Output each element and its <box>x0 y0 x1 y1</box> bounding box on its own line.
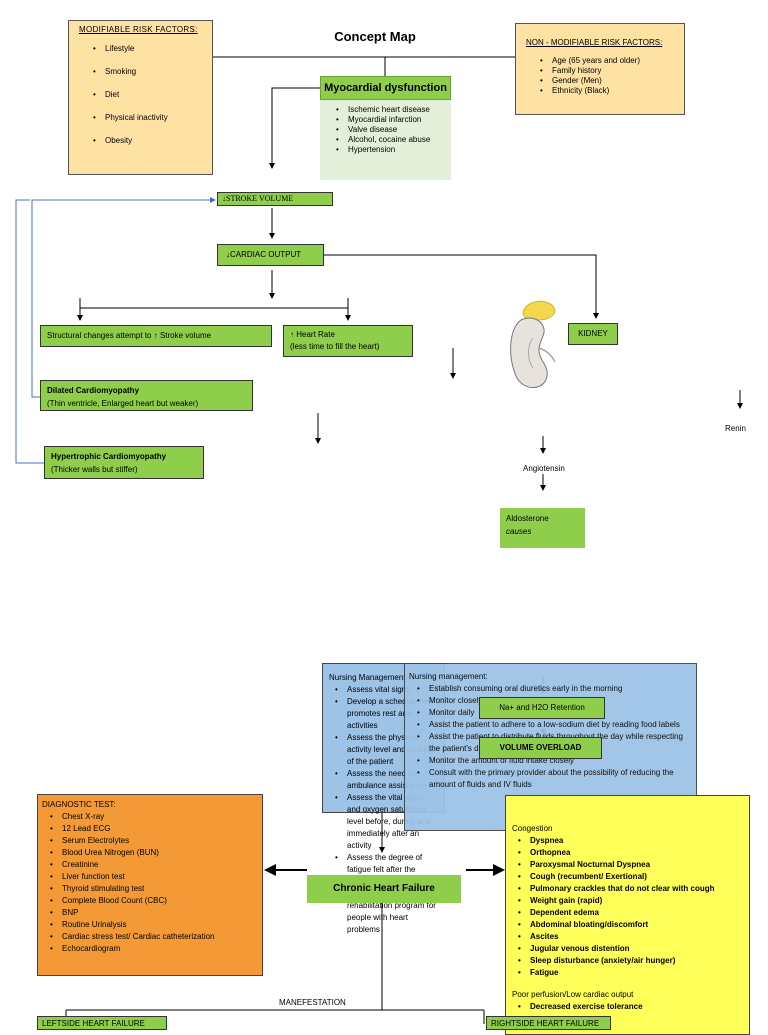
modifiable-risk-box: MODIFIABLE RISK FACTORS: Lifestyle Smoki… <box>68 20 213 175</box>
list-item: Family history <box>538 66 676 76</box>
heart-rate-label: ↑ Heart Rate <box>290 330 335 339</box>
hypertrophic-note: (Thicker walls but stiffer) <box>51 465 138 474</box>
rightside-heart-failure-box: RIGHTSIDE HEART FAILURE <box>486 1016 611 1030</box>
diagnostic-heading: DIAGNOSTIC TEST: <box>42 800 116 809</box>
list-item: Assist the patient to adhere to a low-so… <box>415 719 692 731</box>
kidney-box: KIDNEY <box>568 323 618 345</box>
nursing-heading: Nursing Management: <box>329 673 408 682</box>
list-item: Assess the physical activity level and m… <box>333 732 438 768</box>
list-item: Sleep disturbance (anxiety/air hunger) <box>516 955 743 967</box>
sodium-water-retention-box: Na+ and H2O Retention <box>479 697 605 719</box>
list-item: Blood Urea Nitrogen (BUN) <box>48 847 258 859</box>
aldosterone-box: Aldosterone causes <box>500 508 585 548</box>
list-item: Decreased exercise tolerance <box>516 1001 743 1013</box>
hypertrophic-cardiomyopathy-box: Hypertrophic Cardiomyopathy (Thicker wal… <box>44 446 204 479</box>
list-item: Cardiac stress test/ Cardiac catheteriza… <box>48 931 258 943</box>
list-item: Dyspnea <box>516 835 743 847</box>
myocardial-dysfunction-heading: Myocardial dysfunction <box>320 76 451 100</box>
manifestations-box: Congestion Dyspnea Orthopnea Paroxysmal … <box>505 795 750 1035</box>
renin-label: Renin <box>725 424 746 433</box>
non-modifiable-risk-box: NON - MODIFIABLE RISK FACTORS: Age (65 y… <box>515 23 685 115</box>
list-item: Develop a schedule that promotes rest an… <box>333 696 438 732</box>
congestion-heading: Congestion <box>512 824 553 833</box>
list-item: Fatigue <box>516 967 743 979</box>
list-item: Liver function test <box>48 871 258 883</box>
list-item: Orthopnea <box>516 847 743 859</box>
list-item: Chest X-ray <box>48 811 258 823</box>
chronic-heart-failure-box: Chronic Heart Failure <box>307 875 461 903</box>
page-title: Concept Map <box>334 29 416 44</box>
modifiable-risk-heading: MODIFIABLE RISK FACTORS: <box>79 25 198 34</box>
list-item: Pulmonary crackles that do not clear wit… <box>516 883 743 895</box>
list-item: Monitor the amount of fluid intake close… <box>415 755 692 767</box>
angiotensin-label: Angiotensin <box>523 464 565 473</box>
list-item: Assess the need for ambulance assistance <box>333 768 438 792</box>
list-item: Monitor daily <box>415 707 692 719</box>
list-item: Dependent edema <box>516 907 743 919</box>
list-item: Assess the vital signs and oxygen satura… <box>333 792 438 852</box>
kidney-illustration <box>510 300 556 388</box>
volume-overload-box: VOLUME OVERLOAD <box>479 737 602 759</box>
list-item: Physical inactivity <box>91 113 204 122</box>
perfusion-heading: Poor perfusion/Low cardiac output <box>512 990 634 999</box>
list-item: Ascites <box>516 931 743 943</box>
list-item: Complete Blood Count (CBC) <box>48 895 258 907</box>
list-item: Routine Urinalysis <box>48 919 258 931</box>
list-item: Weight gain (rapid) <box>516 895 743 907</box>
structural-changes-box: Structural changes attempt to ↑ Stroke v… <box>40 325 272 347</box>
list-item: Assess vital signs <box>333 684 438 696</box>
list-item: Monitor closely <box>415 695 692 707</box>
hypertrophic-title: Hypertrophic Cardiomyopathy <box>51 452 167 461</box>
aldosterone-label: Aldosterone <box>506 514 549 523</box>
list-item: Thyroid stimulating test <box>48 883 258 895</box>
heart-rate-note: (less time to fill the heart) <box>290 342 380 351</box>
list-item: Hypertension <box>334 145 445 155</box>
heart-rate-box: ↑ Heart Rate (less time to fill the hear… <box>283 325 413 357</box>
list-item: Jugular venous distention <box>516 943 743 955</box>
list-item: Paroxysmal Nocturnal Dyspnea <box>516 859 743 871</box>
nursing-heading: Nursing management: <box>409 672 488 681</box>
adrenal-gland-shape <box>522 300 556 321</box>
list-item: Alcohol, cocaine abuse <box>334 135 445 145</box>
dilated-note: (Thin ventricle, Enlarged heart but weak… <box>47 399 199 408</box>
list-item: 12 Lead ECG <box>48 823 258 835</box>
list-item: Ethnicity (Black) <box>538 86 676 96</box>
cardiac-output-box: ↓CARDIAC OUTPUT <box>217 244 324 266</box>
aldosterone-causes: causes <box>506 527 532 536</box>
list-item: Establish consuming oral diuretics early… <box>415 683 692 695</box>
non-modifiable-risk-heading: NON - MODIFIABLE RISK FACTORS: <box>526 38 663 47</box>
list-item: Lifestyle <box>91 44 204 53</box>
list-item: Echocardiogram <box>48 943 258 955</box>
list-item: Myocardial infarction <box>334 115 445 125</box>
dilated-title: Dilated Cardiomyopathy <box>47 386 140 395</box>
list-item: Age (65 years and older) <box>538 56 676 66</box>
list-item: Diet <box>91 90 204 99</box>
list-item: BNP <box>48 907 258 919</box>
list-item: Consult with the primary provider about … <box>415 767 692 791</box>
diagnostic-test-box: DIAGNOSTIC TEST: Chest X-ray 12 Lead ECG… <box>37 794 263 976</box>
list-item: Creatinine <box>48 859 258 871</box>
list-item: Abdominal bloating/discomfort <box>516 919 743 931</box>
dilated-cardiomyopathy-box: Dilated Cardiomyopathy (Thin ventricle, … <box>40 380 253 411</box>
list-item: Cough (recumbent/ Exertional) <box>516 871 743 883</box>
stroke-volume-box: ↓STROKE VOLUME <box>217 192 333 206</box>
myocardial-causes-box: Ischemic heart disease Myocardial infarc… <box>320 100 451 180</box>
list-item: Smoking <box>91 67 204 76</box>
list-item: Valve disease <box>334 125 445 135</box>
list-item: Obesity <box>91 136 204 145</box>
leftside-heart-failure-box: LEFTSIDE HEART FAILURE <box>37 1016 167 1030</box>
list-item: Gender (Men) <box>538 76 676 86</box>
list-item: Ischemic heart disease <box>334 105 445 115</box>
manifestation-label: MANEFESTATION <box>279 998 346 1007</box>
list-item: Serum Electrolytes <box>48 835 258 847</box>
